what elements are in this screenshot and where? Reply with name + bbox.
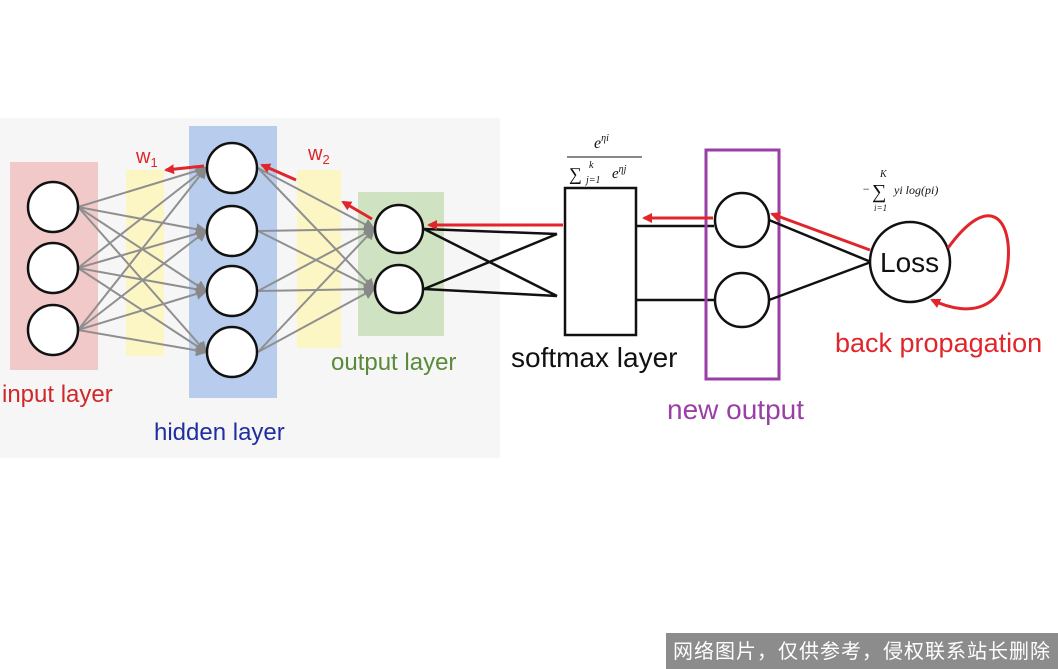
- back-propagation-arrows: [164, 163, 1010, 311]
- svg-text:∑: ∑: [872, 181, 886, 203]
- loss-node: [868, 220, 952, 304]
- softmax-layer-label: softmax layer: [511, 342, 678, 373]
- hidden-node: [205, 325, 259, 379]
- input-layer-nodes: [26, 180, 80, 357]
- softmax-formula: eηi ∑ k j=1 eηj: [567, 133, 642, 186]
- w2-label: w2: [307, 143, 330, 167]
- new-output-node: [713, 271, 771, 329]
- svg-text:k: k: [589, 160, 594, 171]
- svg-text:−: −: [862, 182, 870, 196]
- w1-label: w1: [135, 146, 158, 170]
- new-output-label: new output: [667, 394, 804, 425]
- softmax-newoutput-connections: [636, 224, 714, 302]
- new-output-box: [704, 148, 781, 381]
- output-layer-nodes: [373, 203, 425, 315]
- loss-label: Loss: [880, 247, 939, 278]
- output-layer-label: output layer: [331, 349, 456, 376]
- watermark: 网络图片，仅供参考，侵权联系站长删除: [666, 633, 1058, 669]
- hidden-node: [205, 141, 259, 195]
- arrow-hidden-to-w1: [164, 164, 205, 175]
- svg-text:i=1: i=1: [874, 203, 887, 213]
- arrow-output-to-w2: [341, 200, 373, 221]
- svg-text:yi log(pi): yi log(pi): [893, 183, 938, 197]
- w1-band: [126, 170, 164, 356]
- output-node: [373, 263, 425, 315]
- input-node: [26, 241, 80, 295]
- input-node: [26, 180, 80, 234]
- loss-formula: K − ∑ i=1 yi log(pi): [862, 169, 938, 213]
- loss-self-loop-arrow: [930, 214, 1010, 311]
- arrow-loss-to-newoutput: [770, 212, 871, 252]
- input-node: [26, 303, 80, 357]
- hidden-layer-label: hidden layer: [154, 419, 285, 446]
- input-hidden-connections: [77, 165, 208, 357]
- softmax-box: [563, 186, 638, 337]
- hidden-node: [205, 204, 259, 258]
- arrow-w2-to-hidden: [260, 163, 297, 182]
- svg-text:∑: ∑: [569, 164, 582, 184]
- new-output-node: [713, 191, 771, 249]
- svg-text:eηi: eηi: [594, 133, 609, 152]
- svg-text:eηj: eηj: [612, 164, 627, 182]
- back-propagation-label: back propagation: [835, 328, 1042, 358]
- hidden-node: [205, 264, 259, 318]
- svg-text:j=1: j=1: [584, 175, 601, 186]
- hidden-layer-nodes: [205, 141, 259, 379]
- svg-text:K: K: [879, 169, 888, 180]
- output-softmax-connections: [423, 227, 558, 298]
- input-layer-label: input layer: [2, 381, 113, 408]
- newoutput-loss-connections: [768, 218, 872, 302]
- hidden-output-connections: [257, 167, 376, 353]
- output-node: [373, 203, 425, 255]
